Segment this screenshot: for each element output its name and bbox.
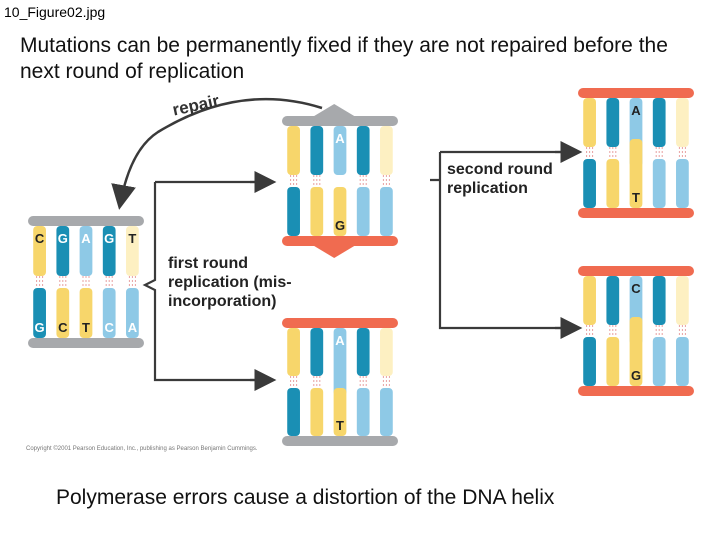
- original-helix-bottom-base-1: [56, 288, 70, 338]
- normal-helix-bottom-base-0: [287, 388, 300, 436]
- original-helix-bottom-base-3: [102, 288, 116, 338]
- mutant-helix-top-base-1: [606, 276, 620, 325]
- second-normal-helix-bottom-base-0: [583, 159, 596, 208]
- original-helix-bottom-base-2: [79, 288, 93, 338]
- original-helix-bottom-letter-4: A: [128, 320, 138, 335]
- mutant-helix-bottom-base-3: [652, 337, 666, 386]
- original-helix-top-base-2: [79, 226, 93, 276]
- original-helix-top-base-0: [33, 226, 46, 276]
- second-round-bracket: [430, 150, 575, 330]
- second-normal-helix-top-base-3: [652, 98, 666, 147]
- second-normal-helix-top-backbone: [578, 88, 694, 98]
- normal-helix-bottom-backbone: [282, 436, 398, 446]
- mismatch-helix-top-base-4: [380, 126, 393, 175]
- mismatch-helix-top-base-2: [333, 126, 347, 175]
- mismatch-helix-bottom-letter-2: G: [335, 218, 345, 233]
- file-label: 10_Figure02.jpg: [4, 4, 106, 20]
- second-normal-helix-top-base-1: [606, 98, 620, 147]
- first-round-line3: incorporation): [168, 293, 276, 310]
- second-normal-helix-top-base-4: [676, 98, 689, 147]
- mismatch-helix-bottom-backbone: [282, 236, 398, 246]
- mismatch-helix: AG: [282, 104, 398, 258]
- mutant-helix-bottom-base-4: [676, 337, 689, 386]
- second-normal-helix-bottom-backbone: [578, 208, 694, 218]
- mismatch-helix-bottom-base-1: [310, 187, 324, 236]
- mismatch-helix-top-base-3: [356, 126, 370, 175]
- mutant-helix-top-base-4: [676, 276, 689, 325]
- original-helix-bottom-base-4: [126, 288, 139, 338]
- original-helix-top-letter-4: T: [128, 231, 136, 246]
- original-helix-top-letter-2: A: [81, 231, 91, 246]
- mutant-helix-bottom-base-0: [583, 337, 596, 386]
- mismatch-helix-top-backbone: [282, 116, 398, 126]
- mismatch-helix-bottom-base-2: [333, 187, 347, 236]
- normal-helix: AT: [282, 318, 398, 446]
- repair-label: repair: [171, 91, 222, 119]
- mismatch-helix-bottom-base-4: [380, 187, 393, 236]
- second-round-line2: replication: [447, 180, 528, 197]
- slide-caption: Polymerase errors cause a distortion of …: [56, 486, 555, 509]
- original-helix-bottom-letter-2: T: [82, 320, 90, 335]
- mutant-helix-top-base-0: [583, 276, 596, 325]
- mismatch-helix-bottom-base-0: [287, 187, 300, 236]
- mutant-helix-bottom-letter-2: G: [631, 368, 641, 383]
- slide-title: Mutations can be permanently fixed if th…: [20, 34, 668, 83]
- original-helix-bottom-letter-3: C: [105, 320, 115, 335]
- normal-helix-top-base-0: [287, 328, 300, 376]
- mutant-helix-top-base-3: [652, 276, 666, 325]
- original-helix-bottom-letter-0: G: [35, 320, 45, 335]
- mismatch-helix-top-letter-2: A: [335, 131, 345, 146]
- original-helix-bottom-backbone: [28, 338, 144, 348]
- original-helix-top-backbone: [28, 216, 144, 226]
- mutant-helix-top-letter-2: C: [631, 281, 641, 296]
- mutant-helix-bottom-base-1: [606, 337, 620, 386]
- first-round-line1: first round: [168, 255, 248, 272]
- normal-helix-top-base-4: [380, 328, 393, 376]
- arrows: [111, 97, 583, 391]
- repair-arrow: [111, 97, 323, 210]
- normal-helix-bottom-base-3: [356, 388, 370, 436]
- mismatch-helix-bottom-bulge: [314, 246, 355, 258]
- mismatch-helix-top-bulge: [314, 104, 355, 116]
- normal-helix-top-base-1: [310, 328, 324, 376]
- copyright-notice: Copyright ©2001 Pearson Education, Inc.,…: [26, 446, 258, 452]
- normal-helix-bottom-base-1: [310, 388, 324, 436]
- mutant-helix-bottom-base-2: [629, 317, 643, 386]
- second-normal-helix-bottom-letter-2: T: [632, 190, 640, 205]
- original-helix-top-letter-1: G: [58, 231, 68, 246]
- original-helix-top-base-1: [56, 226, 70, 276]
- second-normal-helix: AT: [578, 88, 694, 218]
- mutant-helix-top-backbone: [578, 266, 694, 276]
- second-normal-helix-bottom-base-2: [629, 139, 643, 208]
- second-round-line1: second round: [447, 161, 553, 178]
- second-normal-helix-bottom-base-3: [652, 159, 666, 208]
- normal-helix-bottom-base-2: [333, 388, 347, 436]
- first-round-line2: replication (mis-: [168, 274, 292, 291]
- original-helix-bottom-letter-1: C: [58, 320, 68, 335]
- second-normal-helix-top-base-0: [583, 98, 596, 147]
- original-helix-top-base-4: [126, 226, 139, 276]
- mismatch-helix-top-base-1: [310, 126, 324, 175]
- original-helix-top-letter-3: G: [104, 231, 114, 246]
- normal-helix-top-letter-2: A: [335, 333, 345, 348]
- normal-helix-bottom-letter-2: T: [336, 418, 344, 433]
- mutant-helix: CG: [578, 266, 694, 396]
- normal-helix-bottom-base-4: [380, 388, 393, 436]
- mutant-helix-bottom-backbone: [578, 386, 694, 396]
- second-normal-helix-bottom-base-4: [676, 159, 689, 208]
- mismatch-helix-top-base-0: [287, 126, 300, 175]
- normal-helix-top-backbone: [282, 318, 398, 328]
- original-helix-top-letter-0: C: [35, 231, 45, 246]
- normal-helix-top-base-3: [356, 328, 370, 376]
- second-normal-helix-bottom-base-1: [606, 159, 620, 208]
- original-helix-top-base-3: [102, 226, 116, 276]
- second-normal-helix-top-letter-2: A: [631, 103, 641, 118]
- normal-helix-top-base-2: [333, 328, 347, 396]
- original-helix-bottom-base-0: [33, 288, 46, 338]
- mismatch-helix-bottom-base-3: [356, 187, 370, 236]
